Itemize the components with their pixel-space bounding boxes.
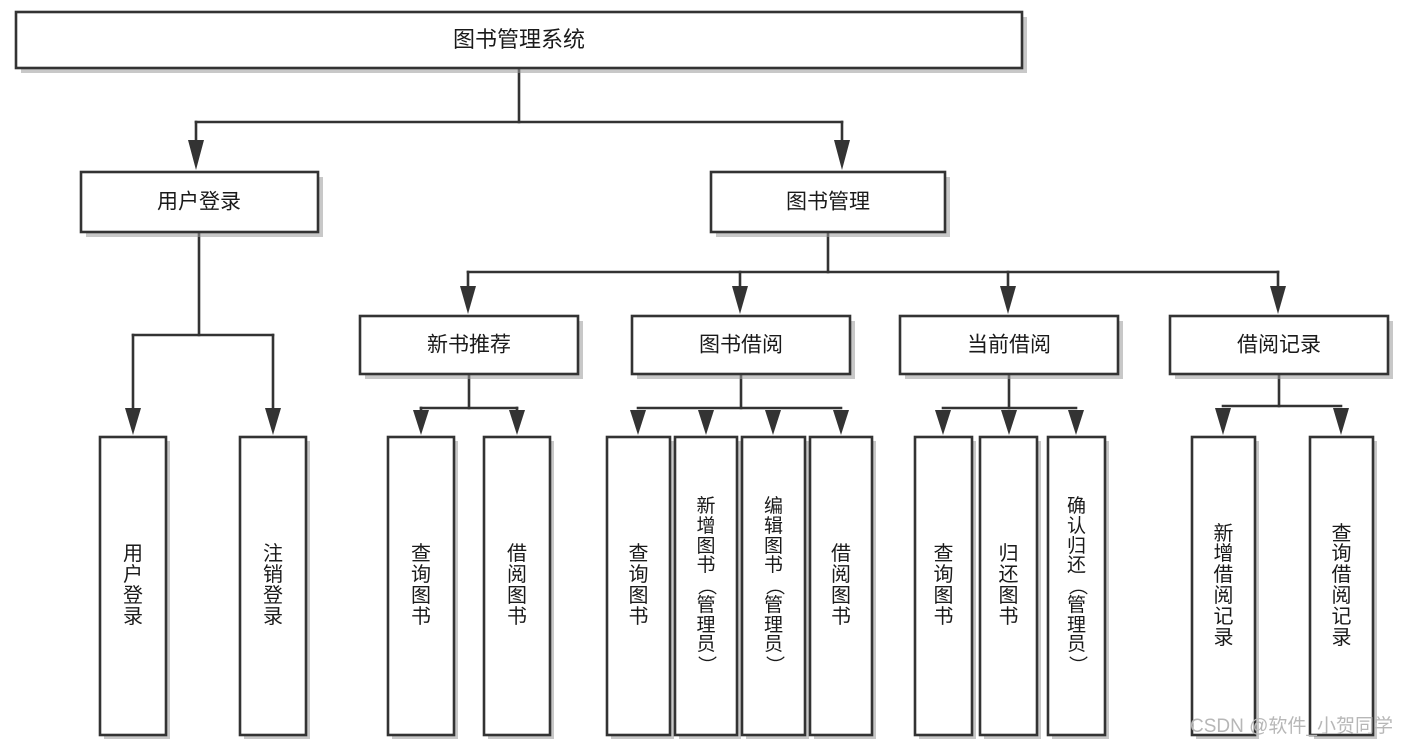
arrowhead-leaf-query-book-current bbox=[935, 410, 951, 435]
node-borrow-record-box[interactable] bbox=[1168, 314, 1390, 376]
node-root-box[interactable] bbox=[14, 10, 1024, 70]
node-user-login-box[interactable] bbox=[79, 170, 320, 234]
node-current-borrow-label: 当前借阅 bbox=[967, 334, 1051, 357]
node-book-manage-box[interactable] bbox=[709, 170, 947, 234]
arrowhead-leaf-logout bbox=[265, 408, 281, 435]
arrowhead-leaf-add-record bbox=[1215, 408, 1231, 435]
node-book-manage-label: 图书管理 bbox=[786, 191, 870, 214]
arrowhead-leaf-edit-book bbox=[765, 410, 781, 435]
arrowhead-leaf-return-book bbox=[1001, 410, 1017, 435]
arrowhead-leaf-query-book-rec bbox=[413, 410, 429, 435]
node-new-book-rec-label: 新书推荐 bbox=[427, 334, 511, 357]
leaf-borrow-book-rec-box[interactable] bbox=[482, 435, 552, 737]
arrowhead-leaf-borrow-book bbox=[833, 410, 849, 435]
leaf-box-group bbox=[98, 435, 1377, 739]
leaf-edit-book-box[interactable] bbox=[740, 435, 807, 737]
node-book-borrow-label: 图书借阅 bbox=[699, 334, 783, 357]
leaf-return-book-box[interactable] bbox=[978, 435, 1039, 737]
leaf-add-record-box[interactable] bbox=[1190, 435, 1257, 737]
arrowhead-bookmanage bbox=[834, 140, 850, 170]
edge-group bbox=[125, 66, 1349, 435]
arrowhead-newbookrec bbox=[460, 286, 476, 314]
arrowhead-leaf-query-record bbox=[1333, 408, 1349, 435]
leaf-query-book-borrow-box[interactable] bbox=[605, 435, 672, 737]
watermark-text: CSDN @软件_小贺同学 bbox=[1190, 716, 1393, 737]
node-borrow-record-label: 借阅记录 bbox=[1237, 334, 1321, 357]
node-group: 图书管理系统 用户登录 图书管理 新书推荐 图书借阅 当前借阅 bbox=[14, 10, 1393, 379]
arrowhead-leaf-borrow-book-rec bbox=[509, 410, 525, 435]
leaf-query-record-box[interactable] bbox=[1308, 435, 1375, 737]
node-root-label: 图书管理系统 bbox=[453, 27, 585, 52]
arrowhead-leaf-confirm-return bbox=[1068, 410, 1084, 435]
node-current-borrow-box[interactable] bbox=[898, 314, 1120, 376]
leaf-query-book-current-box[interactable] bbox=[913, 435, 974, 737]
arrowhead-leaf-user-login bbox=[125, 408, 141, 435]
arrowhead-bookborrow bbox=[732, 286, 748, 314]
leaf-add-book-box[interactable] bbox=[673, 435, 739, 737]
arrowhead-leaf-query-book-borrow bbox=[630, 410, 646, 435]
arrowhead-leaf-add-book bbox=[698, 410, 714, 435]
arrowhead-borrowrecord bbox=[1270, 286, 1286, 314]
arrowhead-currentborrow bbox=[1000, 286, 1016, 314]
leaf-query-book-rec-box[interactable] bbox=[386, 435, 456, 737]
arrowhead-userlogin bbox=[188, 140, 204, 170]
node-new-book-rec-box[interactable] bbox=[358, 314, 580, 376]
leaf-confirm-return-box[interactable] bbox=[1046, 435, 1107, 737]
node-book-borrow-box[interactable] bbox=[630, 314, 852, 376]
node-user-login-label: 用户登录 bbox=[157, 191, 241, 214]
leaf-borrow-book-box[interactable] bbox=[808, 435, 874, 737]
leaf-user-login-box[interactable] bbox=[98, 435, 168, 737]
leaf-logout-box[interactable] bbox=[238, 435, 308, 737]
